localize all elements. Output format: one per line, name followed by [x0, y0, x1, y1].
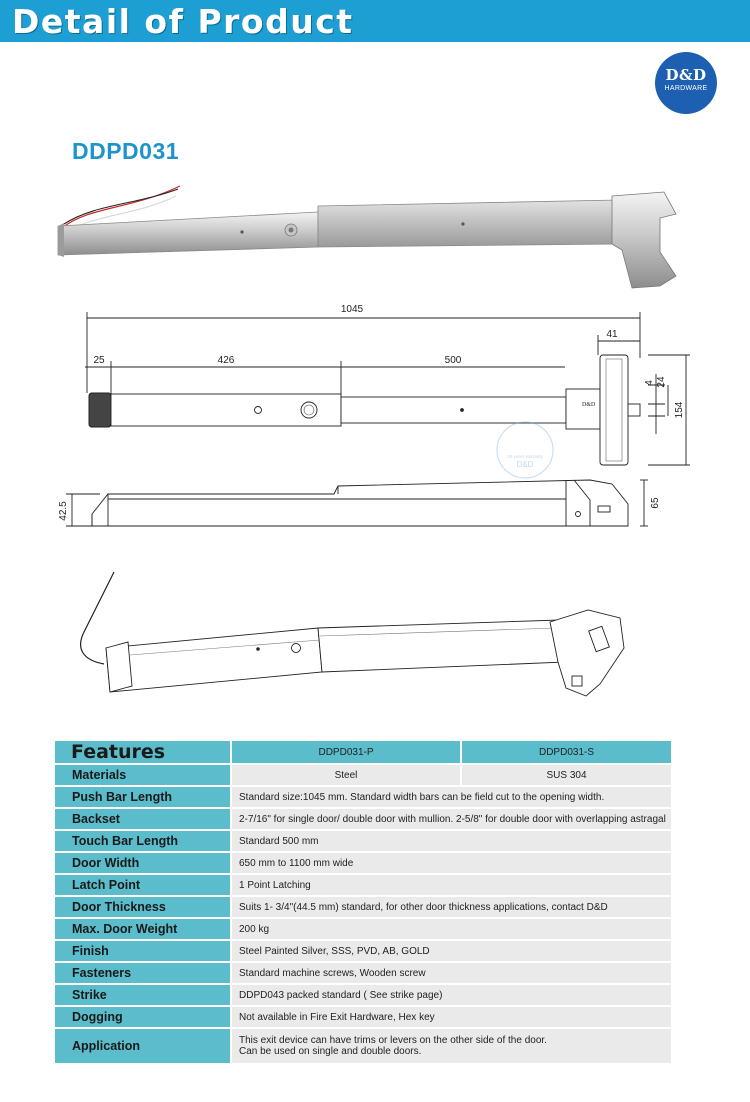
isometric-drawing: [80, 571, 625, 697]
row-value: 650 mm to 1100 mm wide: [230, 853, 671, 875]
row-value: DDPD043 packed standard ( See strike pag…: [230, 985, 671, 1007]
dim-end-width: 41: [606, 329, 618, 340]
top-view-drawing: [85, 312, 690, 466]
row-label: Latch Point: [55, 875, 230, 897]
column-header-s: DDPD031-S: [460, 741, 671, 765]
row-label: Application: [55, 1029, 230, 1065]
product-drawings: 1045 41 25 426 500 4 24 154 42.5 65 D&D …: [57, 185, 690, 697]
row-value: 200 kg: [230, 919, 671, 941]
features-table: Features DDPD031-P DDPD031-S Materials S…: [55, 741, 671, 1065]
row-label: Backset: [55, 809, 230, 831]
materials-p-value: Steel: [230, 765, 460, 787]
side-view-drawing: [66, 479, 648, 527]
row-value: Suits 1- 3/4"(44.5 mm) standard, for oth…: [230, 897, 671, 919]
application-line-1: This exit device can have trims or lever…: [239, 1035, 547, 1046]
model-number: DDPD031: [72, 138, 180, 164]
watermark-subtext: 15 years warranty: [507, 454, 544, 459]
dim-plate-height: 154: [674, 401, 685, 418]
row-value: Not available in Fire Exit Hardware, Hex…: [230, 1007, 671, 1029]
table-header-row: Features DDPD031-P DDPD031-S: [55, 741, 671, 765]
dim-head-height: 65: [650, 497, 661, 509]
dim-section-b: 500: [445, 355, 462, 366]
application-value: This exit device can have trims or lever…: [230, 1029, 671, 1065]
dim-total-length: 1045: [341, 304, 364, 315]
watermark: D&D 15 years warranty: [496, 421, 554, 479]
features-heading: Features: [55, 741, 230, 765]
column-header-p: DDPD031-P: [230, 741, 460, 765]
watermark-text: D&D: [517, 460, 534, 469]
materials-s-value: SUS 304: [460, 765, 671, 787]
application-line-2: Can be used on single and double doors.: [239, 1046, 422, 1057]
row-value: Standard size:1045 mm. Standard width ba…: [230, 787, 671, 809]
dim-latch-height: 24: [656, 376, 667, 388]
banner-title: Detail of Product: [12, 2, 354, 41]
row-value: Standard machine screws, Wooden screw: [230, 963, 671, 985]
table-row: Materials Steel SUS 304: [55, 765, 671, 787]
brand-logo: D&D HARDWARE: [655, 52, 717, 114]
drawing-stamp: D&D: [582, 402, 596, 408]
row-value: Steel Painted Silver, SSS, PVD, AB, GOLD: [230, 941, 671, 963]
row-label: Door Thickness: [55, 897, 230, 919]
row-value: 1 Point Latching: [230, 875, 671, 897]
table-row: Application This exit device can have tr…: [55, 1029, 671, 1065]
row-label: Push Bar Length: [55, 787, 230, 809]
row-label: Materials: [55, 765, 230, 787]
title-banner: Detail of Product: [0, 0, 750, 42]
row-label: Touch Bar Length: [55, 831, 230, 853]
row-label: Max. Door Weight: [55, 919, 230, 941]
dim-section-a: 426: [218, 355, 235, 366]
row-label: Fasteners: [55, 963, 230, 985]
dim-bar-height: 42.5: [58, 501, 69, 521]
logo-main-text: D&D: [665, 66, 707, 84]
row-value: 2-7/16" for single door/ double door wit…: [230, 809, 671, 831]
dim-latch-gap: 4: [644, 380, 655, 386]
row-value: Standard 500 mm: [230, 831, 671, 853]
row-label: Strike: [55, 985, 230, 1007]
row-label: Finish: [55, 941, 230, 963]
product-photo: [57, 185, 677, 289]
dim-end-offset: 25: [93, 355, 105, 366]
row-label: Door Width: [55, 853, 230, 875]
row-label: Dogging: [55, 1007, 230, 1029]
logo-sub-text: HARDWARE: [664, 85, 708, 92]
